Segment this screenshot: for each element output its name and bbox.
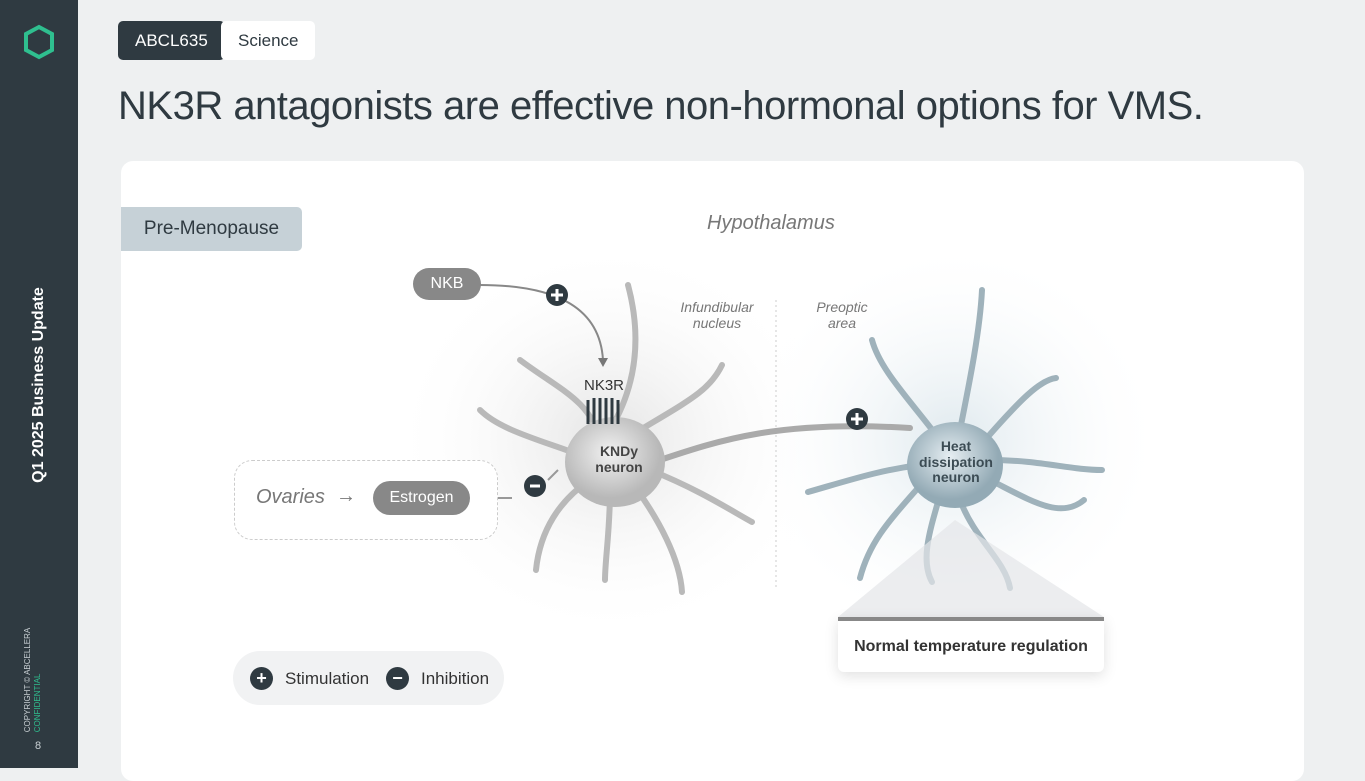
sidebar: Q1 2025 Business Update COPYRIGHT © ABCE… bbox=[0, 0, 78, 768]
label-line: Preoptic bbox=[816, 299, 868, 315]
stimulation-marker-icon bbox=[846, 408, 868, 430]
ovaries-label: Ovaries bbox=[256, 486, 325, 508]
category-tag: Science bbox=[221, 21, 316, 60]
page-title: NK3R antagonists are effective non-hormo… bbox=[118, 84, 1204, 128]
kndy-line: KNDy bbox=[599, 443, 639, 459]
heat-neuron-soma bbox=[907, 422, 1003, 508]
label-line: area bbox=[827, 315, 857, 331]
outcome-label: Normal temperature regulation bbox=[838, 617, 1104, 672]
label-line: Heat bbox=[940, 438, 972, 454]
legend-label: Stimulation bbox=[285, 668, 370, 688]
outcome-beam bbox=[838, 520, 1104, 617]
label-line: neuron bbox=[932, 469, 980, 485]
region-label: Hypothalamus bbox=[707, 212, 835, 234]
nk3r-label: NK3R bbox=[584, 377, 625, 394]
label-line: dissipation bbox=[919, 453, 993, 470]
legend-label: Inhibition bbox=[421, 668, 490, 688]
legend-stimulation: + Stimulation bbox=[250, 667, 369, 690]
label-line: nucleus bbox=[692, 315, 742, 331]
nk3r-receptor-icon bbox=[586, 398, 620, 424]
nkb-arrow bbox=[479, 284, 604, 361]
stimulation-marker-icon bbox=[546, 284, 568, 306]
legend-inhibition: −Inhibition bbox=[386, 667, 489, 690]
kndy-line: neuron bbox=[595, 459, 643, 475]
kndy-neuron-soma bbox=[565, 417, 665, 507]
inhibition-marker-icon bbox=[524, 475, 546, 497]
estrogen-pill: Estrogen bbox=[373, 481, 470, 515]
minus-icon: − bbox=[386, 667, 409, 690]
estrogen-arrow bbox=[498, 469, 559, 499]
nkb-pill: NKB bbox=[413, 268, 481, 300]
plus-icon: + bbox=[250, 667, 273, 690]
page-number: 8 bbox=[35, 740, 42, 752]
program-tag: ABCL635 bbox=[118, 21, 225, 60]
legend: + Stimulation −Inhibition bbox=[233, 651, 504, 705]
abcellera-logo-icon bbox=[24, 24, 54, 60]
state-label: Pre-Menopause bbox=[121, 207, 302, 251]
arrow-icon: → bbox=[336, 485, 356, 507]
label-line: Infundibular bbox=[680, 299, 754, 315]
